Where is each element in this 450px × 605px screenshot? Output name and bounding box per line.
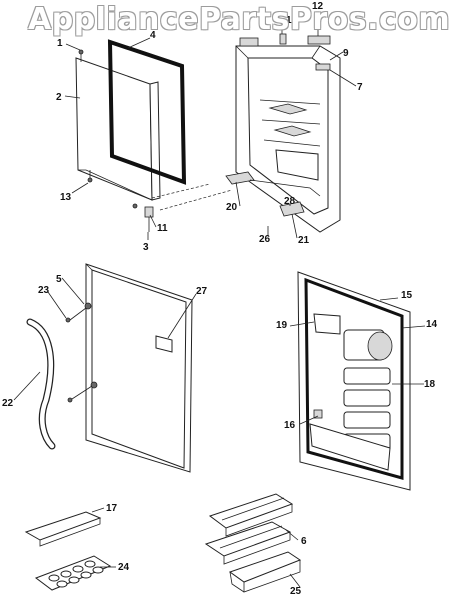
freezer-door-edge: [149, 81, 161, 201]
callout-18: 18: [424, 379, 436, 390]
callout-11: 11: [157, 223, 168, 234]
freezer-door-panel: [75, 57, 153, 201]
callout-27: 27: [196, 286, 208, 297]
callout-1: 1: [57, 38, 63, 49]
callout-25: 25: [290, 586, 302, 597]
callout-21: 21: [298, 235, 310, 246]
callout-7: 7: [357, 82, 363, 93]
callout-labels: 1 2 3 4 5 6 7 9 10 11 12 13 14 15 16 17 …: [2, 1, 438, 597]
hinge-cover: [307, 35, 331, 45]
ice-tray-upper: [208, 493, 294, 529]
ice-tray-assembly: [24, 511, 112, 591]
ice-tray-lid: [24, 511, 102, 541]
ice-storage-bin: [228, 551, 302, 583]
callout-3: 3: [143, 242, 149, 253]
callout-28: 28: [284, 196, 296, 207]
bottom-hinge-bracket: [144, 206, 154, 218]
bottom-hinge-21: [279, 201, 305, 217]
callout-4: 4: [150, 30, 156, 41]
cabinet-opening: [247, 57, 329, 215]
callout-5: 5: [56, 274, 62, 285]
cabinet-frame: [225, 33, 341, 236]
callout-20: 20: [226, 202, 238, 213]
callout-12: 12: [312, 1, 324, 12]
freezer-door-assembly: [75, 39, 233, 232]
hinge-bracket-7: [315, 63, 331, 71]
watermark: AppliancePartsPros.com: [28, 2, 450, 37]
callout-16: 16: [284, 420, 296, 431]
fresh-food-door-interior: [297, 271, 411, 491]
fresh-food-door-exterior: [26, 263, 193, 473]
callout-17: 17: [106, 503, 118, 514]
callout-22: 22: [2, 398, 14, 409]
callout-2: 2: [56, 92, 62, 103]
callout-13: 13: [60, 192, 72, 203]
callout-19: 19: [276, 320, 288, 331]
ice-trays-and-bin: [204, 493, 302, 593]
bottom-hinge-plate: [225, 171, 255, 185]
callout-24: 24: [118, 562, 130, 573]
ice-tray-lower: [204, 521, 292, 557]
door-gasket-14: [304, 277, 404, 480]
door-bottom-bin: [309, 423, 391, 471]
cabinet-inner-bracket: [268, 103, 308, 115]
door-bin-2: [343, 389, 391, 407]
ice-tray-cups: [48, 560, 104, 588]
door-bin-3: [343, 411, 391, 429]
callout-6: 6: [301, 536, 307, 547]
callout-14: 14: [426, 319, 438, 330]
callout-9: 9: [343, 48, 349, 59]
callout-15: 15: [401, 290, 413, 301]
door-bin-1: [343, 367, 391, 385]
callout-10: 10: [286, 15, 298, 26]
callout-23: 23: [38, 285, 50, 296]
callout-26: 26: [259, 234, 271, 245]
door-label-plate: [155, 335, 173, 353]
freezer-door-gasket: [107, 39, 187, 185]
dairy-shelf: [313, 313, 341, 335]
top-hinge: [239, 37, 259, 47]
leader-lines: [13, 12, 426, 588]
